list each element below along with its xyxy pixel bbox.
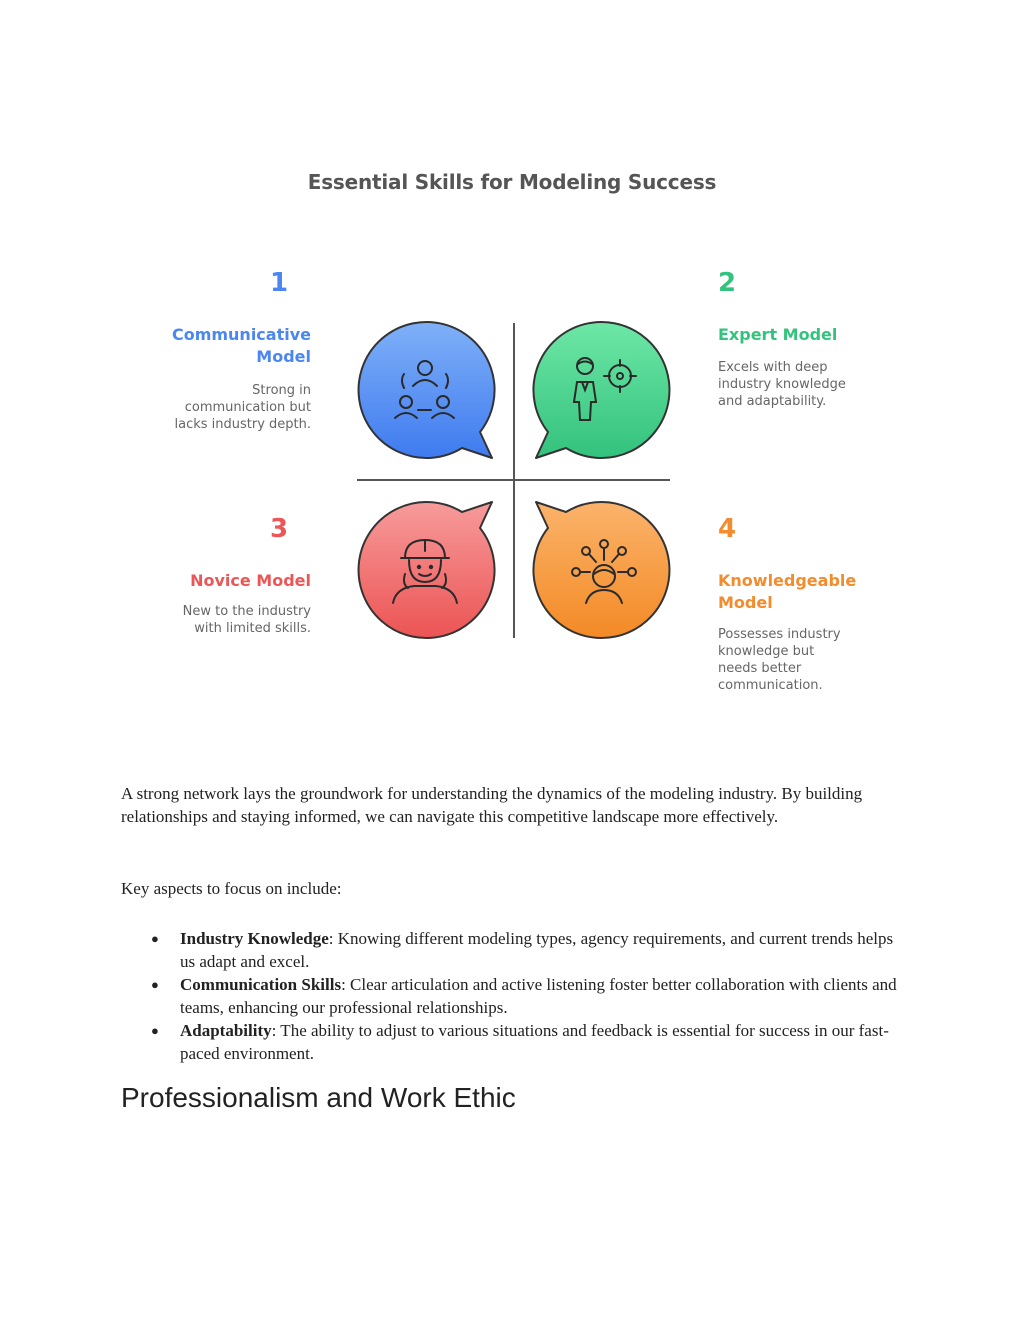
list-item: ● Adaptability: The ability to adjust to… (121, 1019, 911, 1065)
list-item: ● Communication Skills: Clear articulati… (121, 973, 911, 1019)
bubble-novice (357, 501, 496, 639)
group-communication-icon (394, 360, 455, 419)
key-aspects-paragraph: Key aspects to focus on include: (121, 879, 342, 898)
quadrant-2-number: 2 (718, 268, 737, 298)
quadrant-3-number: 3 (270, 514, 289, 544)
quadrant-4-title: Knowledgeable Model (718, 571, 857, 612)
quadrant-1-description: Strong in communication but lacks indust… (174, 383, 311, 432)
worker-helmet-icon (392, 538, 458, 604)
idea-network-icon (571, 539, 637, 604)
bullet-text: : The ability to adjust to various situa… (180, 1021, 889, 1063)
list-item: ● Industry Knowledge: Knowing different … (121, 927, 911, 973)
quadrant-graphic (357, 321, 671, 639)
quadrant-4-description: Possesses industry knowledge but needs b… (718, 627, 841, 693)
bubble-communicative (357, 321, 496, 459)
expert-target-icon (572, 357, 637, 421)
quadrant-3-title: Novice Model (190, 571, 311, 590)
bubble-expert (532, 321, 671, 459)
bullet-text: : Clear articulation and active listenin… (180, 975, 897, 1017)
quadrant-2-title: Expert Model (718, 325, 838, 344)
skills-figure: Essential Skills for Modeling Success (171, 170, 857, 693)
bullet-term: Adaptability (180, 1021, 272, 1040)
bullet-glyph: ● (151, 977, 159, 992)
section-heading: Professionalism and Work Ethic (121, 1082, 516, 1113)
bullet-term: Industry Knowledge (180, 929, 329, 948)
intro-paragraph: A strong network lays the groundwork for… (121, 784, 863, 826)
bullet-glyph: ● (151, 1023, 159, 1038)
quadrant-1-number: 1 (270, 268, 289, 298)
quadrant-3-description: New to the industry with limited skills. (182, 604, 311, 636)
bullet-term: Communication Skills (180, 975, 342, 994)
figure-title: Essential Skills for Modeling Success (307, 170, 717, 194)
bullet-glyph: ● (151, 931, 159, 946)
bullet-text: : Knowing different modeling types, agen… (180, 929, 894, 971)
quadrant-1-title: Communicative Model (171, 325, 311, 366)
quadrant-4-number: 4 (718, 514, 737, 544)
quadrant-2-description: Excels with deep industry knowledge and … (718, 360, 846, 409)
key-aspects-list: ● Industry Knowledge: Knowing different … (121, 927, 911, 1065)
